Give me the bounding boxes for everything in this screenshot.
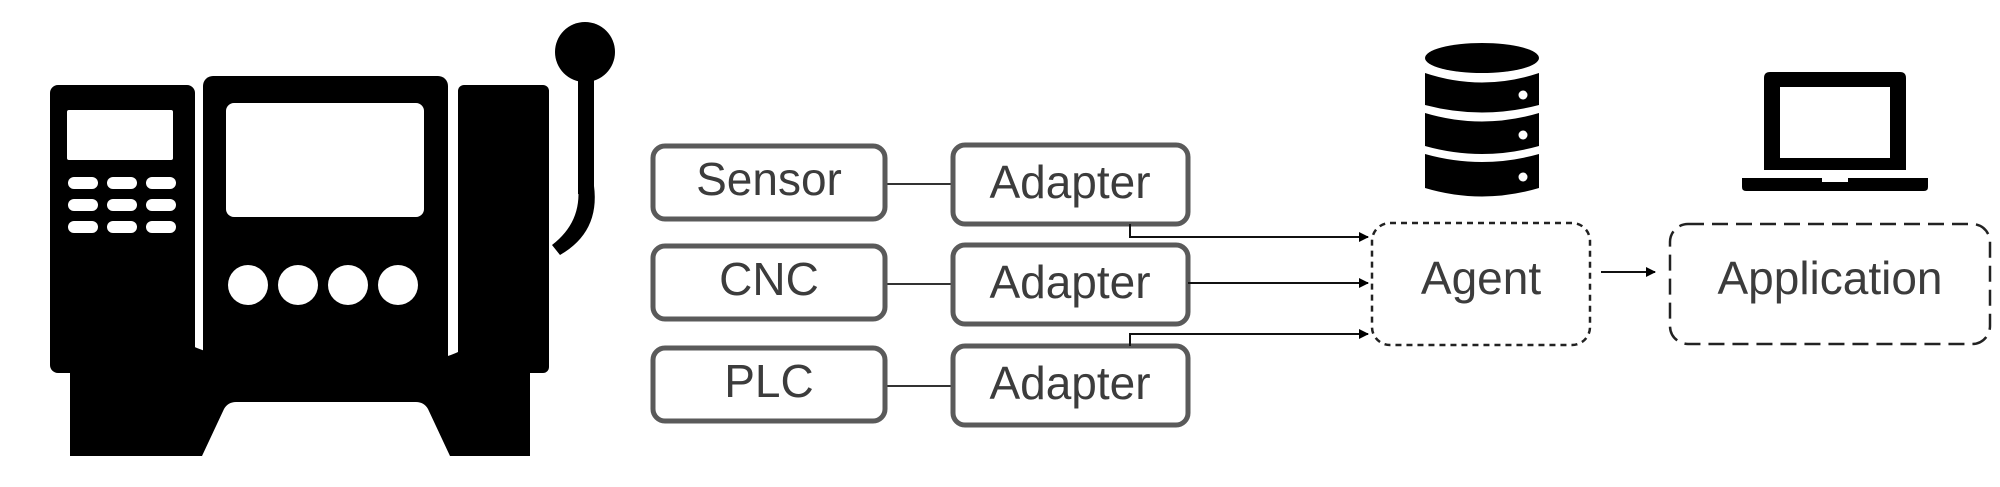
- cnc-node: CNC: [650, 243, 888, 322]
- plc-label: PLC: [724, 355, 813, 407]
- adapter-label-2: Adapter: [989, 256, 1150, 308]
- adapter-node-1: Adapter: [950, 142, 1191, 227]
- source-adapter-connectors: [885, 183, 953, 387]
- adapter-label-3: Adapter: [989, 357, 1150, 409]
- sensor-label: Sensor: [696, 153, 842, 205]
- database-icon: [1425, 43, 1539, 197]
- arrow-adapter1-agent: [1129, 224, 1369, 242]
- cnc-machine-icon: [50, 22, 615, 456]
- agent-label: Agent: [1421, 252, 1541, 304]
- adapter-agent-arrows: [1129, 224, 1369, 346]
- adapter-node-2: Adapter: [950, 242, 1191, 327]
- adapter-node-3: Adapter: [950, 343, 1191, 428]
- laptop-icon: [1742, 72, 1928, 191]
- adapter-label-1: Adapter: [989, 156, 1150, 208]
- application-node: Application: [1668, 222, 1992, 346]
- cnc-label: CNC: [719, 253, 819, 305]
- plc-node: PLC: [650, 345, 888, 424]
- arrow-adapter3-agent: [1129, 329, 1369, 346]
- agent-node: Agent: [1370, 221, 1592, 347]
- sensor-node: Sensor: [650, 143, 888, 222]
- application-label: Application: [1717, 252, 1942, 304]
